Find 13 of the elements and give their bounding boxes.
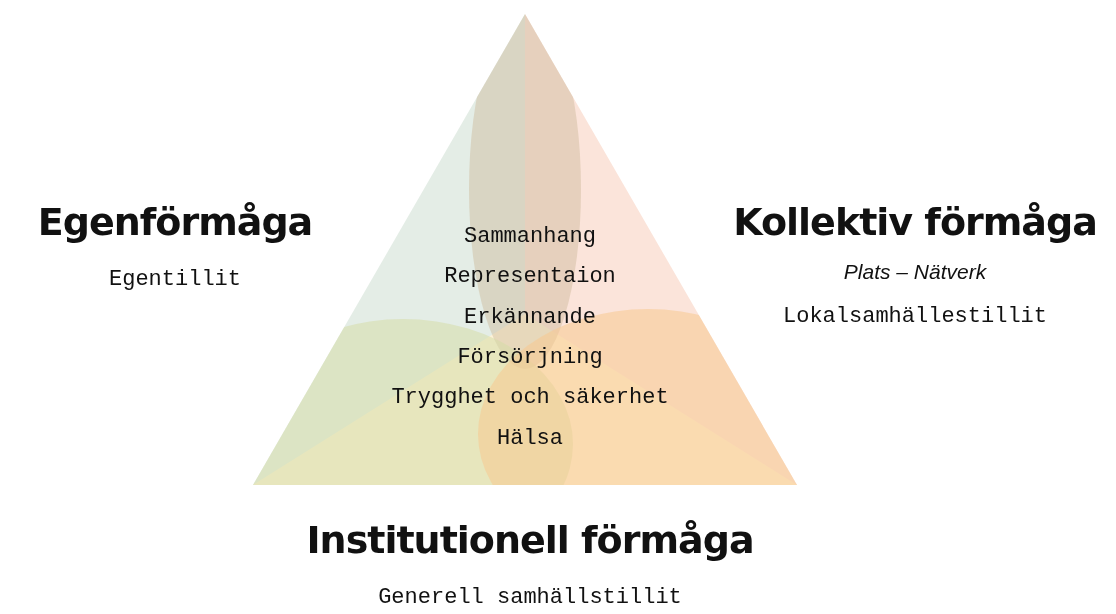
subtitle: Lokalsamhällestillit: [783, 304, 1047, 329]
heading: Kollektiv förmåga: [733, 200, 1097, 244]
list-item: Hälsa: [497, 425, 563, 451]
list-item: Representaion: [444, 264, 616, 290]
subtitle: Generell samhällstillit: [378, 585, 682, 610]
subtitle: Egentillit: [109, 267, 241, 292]
subtitle: Plats – Nätverk: [843, 260, 987, 284]
heading: Egenförmåga: [37, 200, 313, 244]
list-item: Trygghet och säkerhet: [391, 385, 669, 411]
list-item: Erkännande: [464, 304, 596, 330]
list-item: Sammanhang: [464, 224, 596, 249]
heading: Institutionell förmåga: [306, 518, 754, 562]
list-item: Försörjning: [457, 344, 603, 370]
